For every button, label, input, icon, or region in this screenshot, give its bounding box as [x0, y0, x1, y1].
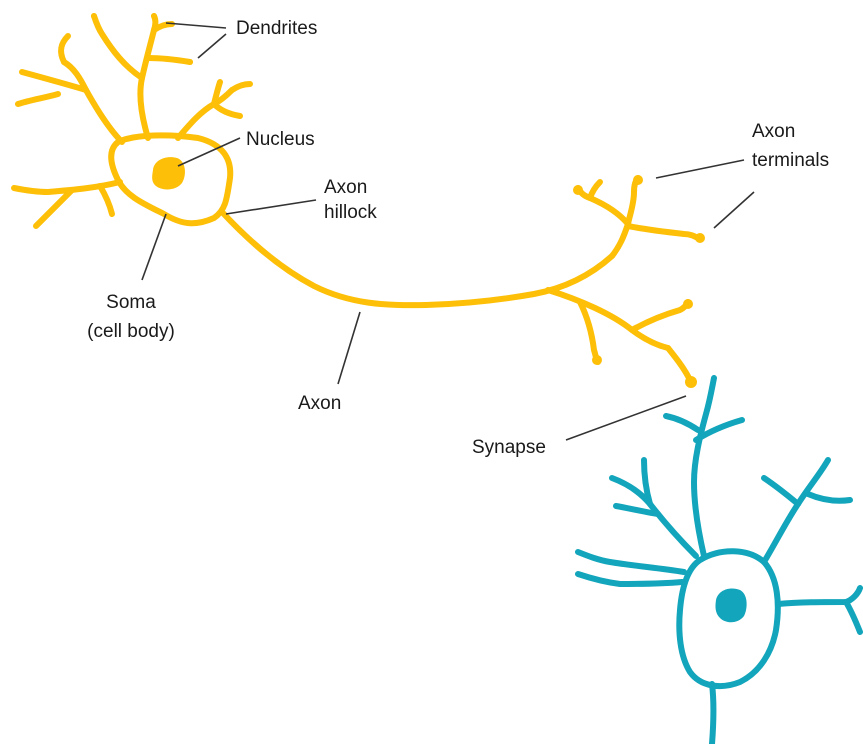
- dendrite: [666, 416, 698, 430]
- nucleus: [152, 157, 185, 189]
- dendrite: [808, 494, 850, 501]
- dendrite: [846, 602, 860, 632]
- label-axon-terminals-line1: Axon: [752, 119, 829, 144]
- dendrite: [764, 460, 828, 562]
- pointer-axon-hillock: [226, 200, 316, 214]
- label-axon: Axon: [298, 391, 341, 416]
- label-soma-line1: Soma: [72, 290, 190, 315]
- axon-terminal: [590, 182, 600, 198]
- label-axon-hillock-line1: Axon: [324, 175, 377, 200]
- terminal-bulb: [695, 233, 705, 243]
- axon-terminal: [578, 188, 628, 224]
- postsynaptic-neuron: [578, 378, 860, 744]
- pointer-axon-terminals-1: [656, 160, 744, 178]
- dendrite-tip: [91, 13, 97, 19]
- label-synapse: Synapse: [472, 435, 546, 460]
- label-soma: Soma (cell body): [72, 290, 190, 344]
- label-soma-line2: (cell body): [72, 319, 190, 344]
- terminal-bulb: [685, 376, 697, 388]
- dendrite: [578, 552, 684, 572]
- pointer-soma: [142, 214, 166, 280]
- dendrite: [64, 62, 122, 142]
- nucleus: [715, 588, 746, 622]
- terminal-bulb: [683, 299, 693, 309]
- dendrite: [61, 36, 68, 62]
- pointer-dendrites-2: [198, 34, 226, 58]
- dendrite: [148, 58, 190, 62]
- pointer-axon: [338, 312, 360, 384]
- label-nucleus: Nucleus: [246, 127, 315, 152]
- dendrite: [214, 104, 240, 116]
- dendrite: [578, 574, 682, 584]
- dendrite-tip: [187, 59, 193, 65]
- dendrite: [94, 16, 142, 78]
- terminal-bulb: [592, 355, 602, 365]
- label-axon-terminals-line2: terminals: [752, 148, 829, 173]
- dendrite: [764, 478, 798, 504]
- pointer-dendrites-1: [166, 23, 226, 28]
- dendrite: [612, 478, 696, 556]
- label-axon-hillock: Axon hillock: [324, 175, 377, 225]
- dendrite: [18, 94, 58, 104]
- axon: [712, 684, 714, 744]
- pointer-axon-terminals-2: [714, 192, 754, 228]
- label-axon-hillock-line2: hillock: [324, 200, 377, 225]
- dendrite: [36, 190, 72, 226]
- axon-terminal: [632, 302, 688, 330]
- dendrite: [232, 84, 250, 90]
- label-dendrites: Dendrites: [236, 16, 317, 41]
- label-axon-terminals: Axon terminals: [752, 119, 829, 173]
- dendrite-tip: [151, 13, 157, 19]
- terminal-bulb: [573, 185, 583, 195]
- dendrite: [100, 186, 112, 214]
- axon-terminal: [628, 226, 698, 238]
- terminal-bulb: [633, 175, 643, 185]
- axon-terminal: [668, 348, 690, 380]
- dendrite: [694, 378, 714, 556]
